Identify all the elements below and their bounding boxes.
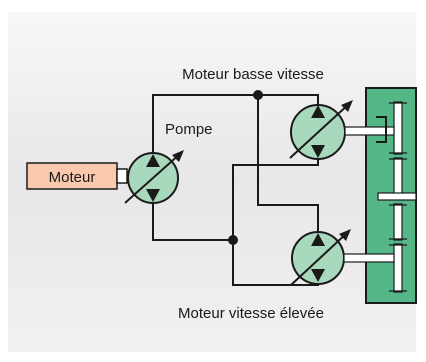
low-speed-motor-label: Moteur basse vitesse [182, 66, 324, 83]
engine-coupling [116, 168, 128, 184]
engine-label: Moteur [49, 169, 96, 186]
pump-symbol [124, 150, 184, 204]
low-speed-shaft [344, 126, 395, 136]
high-speed-shaft [343, 253, 395, 263]
top-supply-line [152, 94, 319, 154]
output-shaft [377, 192, 417, 201]
high-speed-motor-label: Moteur vitesse élevée [178, 305, 324, 322]
gearbox [365, 87, 417, 304]
high-speed-motor-symbol [290, 229, 351, 286]
junction-top [253, 90, 263, 100]
engine-box [26, 162, 118, 190]
bottom-supply-line [152, 202, 233, 241]
junction-bottom [228, 235, 238, 245]
top-to-lower-motor-line [257, 95, 319, 233]
hydraulic-lines [152, 94, 319, 286]
pump-label: Pompe [165, 121, 213, 138]
low-speed-clutch [376, 116, 387, 143]
